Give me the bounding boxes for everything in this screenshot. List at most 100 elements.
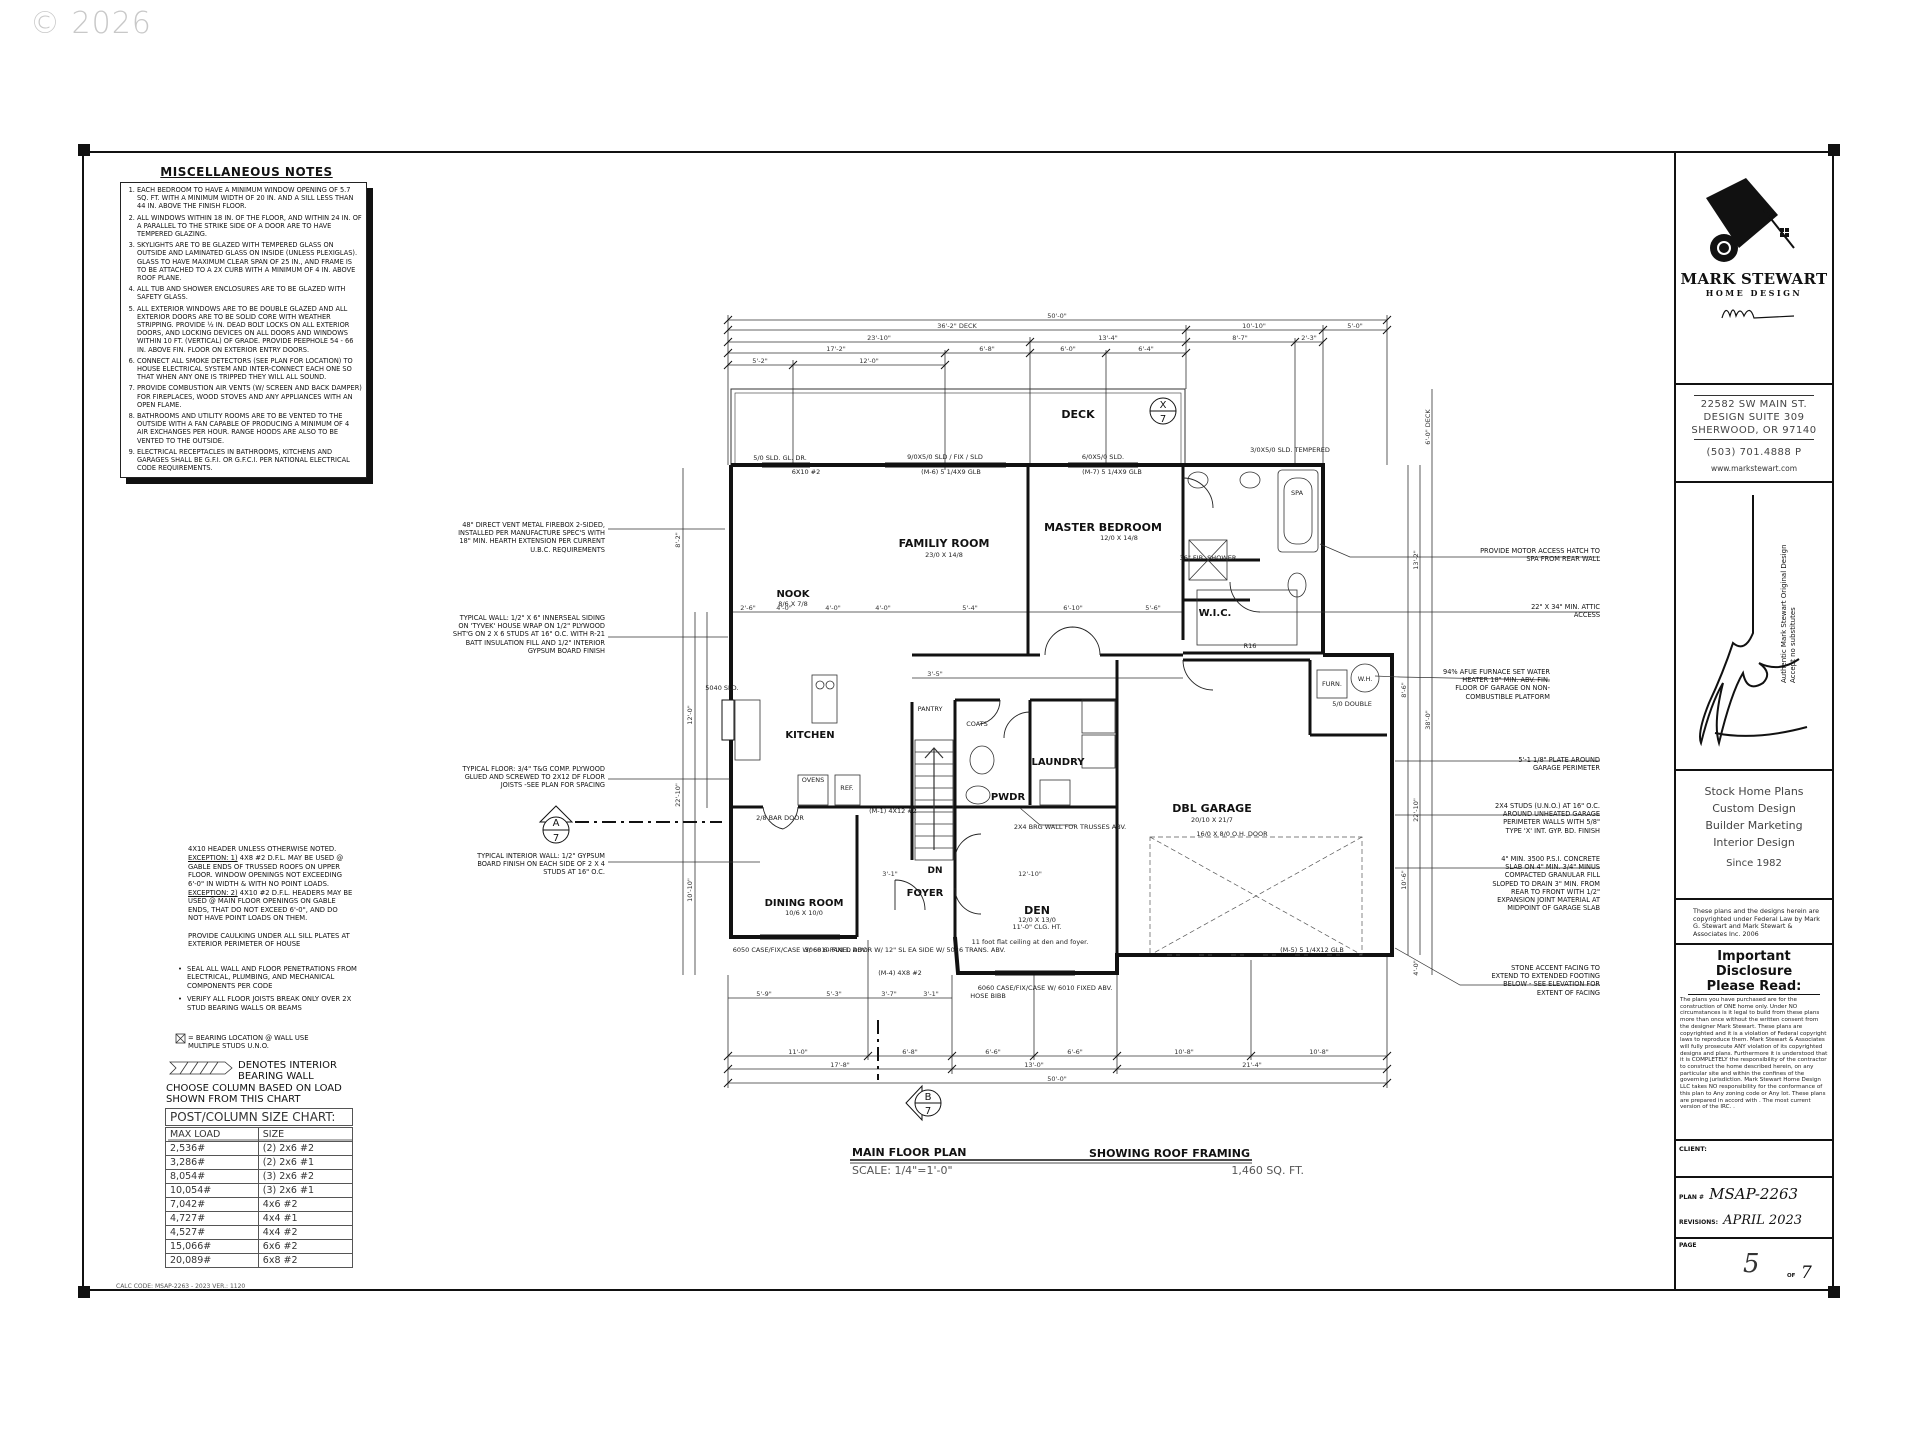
section-b-sheet: 7 [925,1106,931,1117]
address-line: SHERWOOD, OR 97140 [1691,425,1817,436]
dim: 10'-8" [1174,1048,1194,1056]
callout-attic-access: 22" X 34" MIN. ATTIC ACCESS [1531,603,1600,620]
garage-glb-label: (M-5) 5 1/4x12 GLB [1280,946,1344,954]
table-row: 4,727#4x4 #1 [165,1211,354,1226]
table-row: 3,286#(2) 2x6 #1 [165,1155,354,1170]
plan-title: MAIN FLOOR PLAN [852,1146,967,1159]
callout-typical-wall: TYPICAL WALL: 1/2" X 6" INNERSEAL SIDING… [452,614,605,655]
note-item: CONNECT ALL SMOKE DETECTORS (SEE PLAN FO… [137,357,362,382]
callout-garage-slab: 4" MIN. 3500 P.S.I. CONCRETE SLAB ON 4" … [1492,855,1600,913]
dim: 3'-7" [881,990,896,998]
misc-notes-box: EACH BEDROOM TO HAVE A MINIMUM WINDOW OP… [120,182,367,478]
callout-garage-studs: 2x4 STUDS (U.N.O.) AT 16" O.C. AROUND UN… [1495,802,1600,835]
room-dining-size: 10/6 x 10/0 [785,909,823,917]
room-laundry: LAUNDRY [1032,757,1086,768]
size-cell: 6x8 #2 [257,1253,354,1268]
service-item: Builder Marketing [1705,819,1803,832]
load-cell: 3,286# [165,1155,259,1170]
note-item: ALL EXTERIOR WINDOWS ARE TO BE DOUBLE GL… [137,305,362,354]
dim: 5'-4" [962,604,977,612]
dim: 3'-1" [882,870,897,878]
size-cell: 4x6 #2 [257,1197,354,1212]
table-row: 4,527#4x4 #2 [165,1225,354,1240]
dim: 12'-10" [1018,870,1042,878]
room-foyer: FOYER [907,888,944,899]
dim: 3'-1" [923,990,938,998]
size-cell: (2) 2x6 #2 [257,1141,354,1156]
since-year: Since 1982 [1726,858,1782,869]
load-cell: 20,089# [165,1253,259,1268]
size-cell: (3) 2x6 #1 [257,1183,354,1198]
dim: 13'-2" [1412,550,1420,570]
garage-door-size: 16/0 x 8/0 O.H. DOOR [1196,830,1268,838]
dim: 36'-2" DECK [937,322,977,330]
room-deck: DECK [1061,408,1095,421]
title-block-logo: MARK STEWART HOME DESIGN [1675,152,1833,383]
room-pantry: PANTRY [918,705,943,713]
room-pwdr: PWDR [991,792,1026,803]
dimension-ticks [723,315,1392,1088]
section-a-sheet: 7 [553,833,559,844]
brg-wall-label: 2x4 BRG WALL FOR TRUSSES ABV. [1014,823,1126,831]
load-cell: 10,054# [165,1183,259,1198]
designer-signature [1699,495,1808,747]
bullet-icon: • [178,965,183,973]
m4-label: (M-4) 4x8 #2 [878,969,922,977]
dim: 10'-6" [1400,870,1408,890]
dim: 2'-6" [740,604,755,612]
header-notes: 4x10 HEADER UNLESS OTHERWISE NOTED. EXCE… [188,845,353,948]
dim: 11'-0" [788,1048,808,1056]
load-cell: 7,042# [165,1197,259,1212]
callout-stone-accent: STONE ACCENT FACING TO EXTEND TO EXTENDE… [1491,964,1600,997]
dim: 22'-10" [1412,798,1420,822]
note-item: ELECTRICAL RECEPTACLES IN BATHROOMS, KIT… [137,448,362,473]
dim: 13'-4" [1098,334,1118,342]
choose-column-note: CHOOSE COLUMN BASED ON LOAD SHOWN FROM T… [166,1083,342,1105]
service-item: Custom Design [1712,802,1796,815]
dimension-lines [682,315,1433,1088]
header-label: 6x10 #2 [792,468,821,476]
col-header-size: SIZE [257,1126,354,1142]
dim: 50'-0" [1047,1075,1067,1083]
dim: 10'-10" [686,878,694,902]
load-cell: 15,066# [165,1239,259,1254]
room-wic: W.I.C. [1199,608,1232,619]
m1-label: (M-1) 4x12 #2 [869,807,917,815]
dim: 10'-10" [1242,322,1266,330]
revisions-label: REVISIONS: [1679,1219,1718,1226]
callout-plate: 5'-1 1/8" PLATE AROUND GARAGE PERIMETER [1518,756,1600,773]
note-item: EACH BEDROOM TO HAVE A MINIMUM WINDOW OP… [137,186,362,211]
load-cell: 4,727# [165,1211,259,1226]
windows [721,462,1138,976]
dim: 5'-0" [1347,322,1362,330]
load-cell: 8,054# [165,1169,259,1184]
page-label: PAGE [1679,1242,1697,1249]
interior-walls [733,465,1387,955]
service-item: Interior Design [1713,836,1795,849]
table-row: 2,536#(2) 2x6 #2 [165,1141,354,1156]
disclosure-body: The plans you have purchased are for the… [1680,997,1828,1111]
exterior-walls [729,463,1394,975]
dim: 6'-4" [1138,345,1153,353]
dim: 17'-8" [830,1061,850,1069]
room-dining-name: DINING ROOM [765,898,844,909]
stairs [914,739,954,861]
plan-area: 1,460 SQ. FT. [1231,1164,1304,1177]
dim: 21'-4" [1242,1061,1262,1069]
section-lines [575,821,879,1080]
dim: 8'-6" [1400,682,1408,697]
dim: 5'-3" [826,990,841,998]
note-item: ALL TUB AND SHOWER ENCLOSURES ARE TO BE … [137,285,362,301]
dim: 2'-3" [1301,334,1316,342]
size-cell: 4x4 #2 [257,1225,354,1240]
website-link[interactable]: www.markstewart.com [1710,464,1798,473]
plan-label: PLAN # [1679,1194,1705,1201]
interior-bearing-legend: DENOTES INTERIOR BEARING WALL [238,1060,337,1082]
room-den-note: 11 foot flat ceiling at den and foyer. [972,938,1089,946]
notes-title: MISCELLANEOUS NOTES [160,165,333,179]
dim: 12'-0" [859,357,879,365]
size-cell: (3) 2x6 #2 [257,1169,354,1184]
logo-signature [1721,309,1795,319]
dimension-text: 50'-0" 36'-2" DECK 10'-10" 5'-0" 23'-10"… [740,312,1362,1083]
